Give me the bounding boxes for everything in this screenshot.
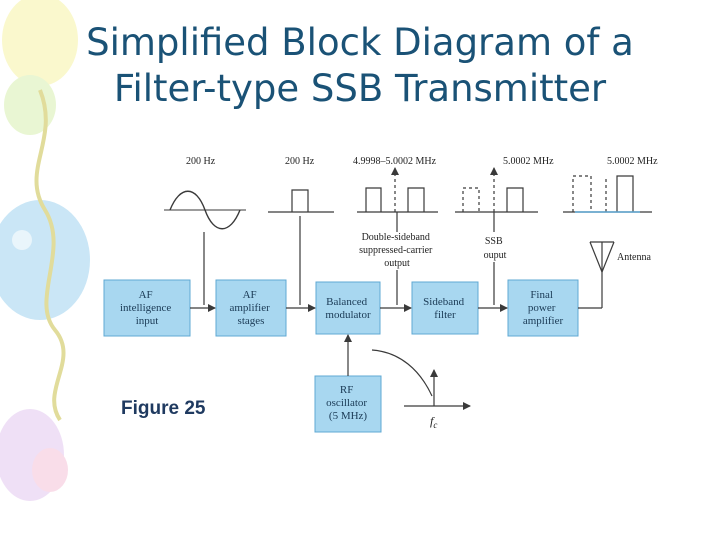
balloon-yellow-icon	[2, 0, 78, 86]
svg-text:Sideband filter: Sideband filter	[423, 296, 467, 321]
annotation-line: suppressed-carrier	[359, 245, 433, 256]
single-line-spectrum	[268, 189, 334, 213]
final-power-amplifier-block: Final power amplifier	[507, 279, 579, 337]
block-text: (5 MHz)	[329, 410, 368, 422]
block-text: modulator	[325, 309, 371, 321]
title-line-2: Filter-type SSB Transmitter	[113, 67, 607, 110]
sine-wave-plot	[164, 190, 246, 230]
antenna-label: Antenna	[617, 252, 651, 263]
block-text: Sideband	[423, 296, 464, 308]
title-line-1: Simplified Block Diagram of a	[86, 21, 634, 64]
af-amplifier-block: AF amplifier stages	[215, 279, 287, 337]
block-text: RF	[340, 384, 353, 396]
af-intelligence-input-block: AF intelligence input	[103, 279, 191, 337]
fc-subscript: c	[433, 420, 437, 430]
block-text: amplifier	[523, 315, 564, 327]
balloon-string-icon	[34, 89, 66, 422]
balloon-pink-icon	[32, 448, 68, 492]
fc-label: fc	[430, 414, 437, 430]
svg-text:AF intelligence in: AF intelligence input	[120, 289, 174, 327]
dsb-annotation: Double-sideband suppressed-carrier outpu…	[359, 232, 435, 269]
block-text: stages	[238, 315, 265, 327]
oscillator-lead-curve	[371, 349, 433, 397]
annotation-line: ouput	[484, 250, 507, 261]
svg-text:Balanced modulator: Balanced modulator	[325, 296, 371, 321]
carrier-spectrum	[371, 349, 471, 410]
block-text: intelligence	[120, 302, 171, 314]
antenna-icon	[589, 241, 615, 273]
balloon-highlight-icon	[12, 230, 32, 250]
block-text: oscillator	[326, 397, 367, 409]
freq-label-dsb: 4.9998–5.0002 MHz	[353, 156, 437, 167]
freq-label-pulse: 200 Hz	[285, 156, 315, 167]
slide-title: Simplified Block Diagram of a Filter-typ…	[0, 20, 720, 112]
block-text: Balanced	[326, 296, 367, 308]
fc-symbol: f	[430, 414, 435, 428]
rf-oscillator-block: RF oscillator (5 MHz)	[314, 375, 382, 433]
balloon-blue-icon	[0, 200, 90, 320]
figure-label: Figure 25	[121, 398, 206, 419]
block-text: filter	[434, 309, 456, 321]
block-text: power	[528, 302, 556, 314]
annotation-line: output	[384, 258, 410, 269]
svg-text:RF oscillator (5 M: RF oscillator (5 MHz)	[326, 384, 370, 422]
svg-text:AF amplifier stage: AF amplifier stages	[229, 289, 272, 327]
svg-text:Final power amplif: Final power amplifier	[523, 289, 564, 327]
block-text: AF	[139, 289, 153, 301]
sideband-filter-block: Sideband filter	[411, 281, 479, 335]
freq-label-output: 5.0002 MHz	[607, 156, 658, 167]
ssb-spectrum	[455, 167, 538, 213]
balanced-modulator-block: Balanced modulator	[315, 281, 381, 335]
annotation-line: Double-sideband	[362, 232, 430, 243]
output-spectrum	[563, 175, 652, 213]
block-text: input	[136, 315, 159, 327]
freq-label-ssb: 5.0002 MHz	[503, 156, 554, 167]
ssb-annotation: SSB ouput	[484, 236, 507, 261]
dsb-spectrum	[357, 167, 438, 213]
block-text: AF	[243, 289, 257, 301]
block-text: Final	[530, 289, 553, 301]
block-text: amplifier	[229, 302, 270, 314]
freq-label-sine: 200 Hz	[186, 156, 216, 167]
balloon-green-icon	[4, 75, 56, 135]
annotation-line: SSB	[485, 236, 503, 247]
